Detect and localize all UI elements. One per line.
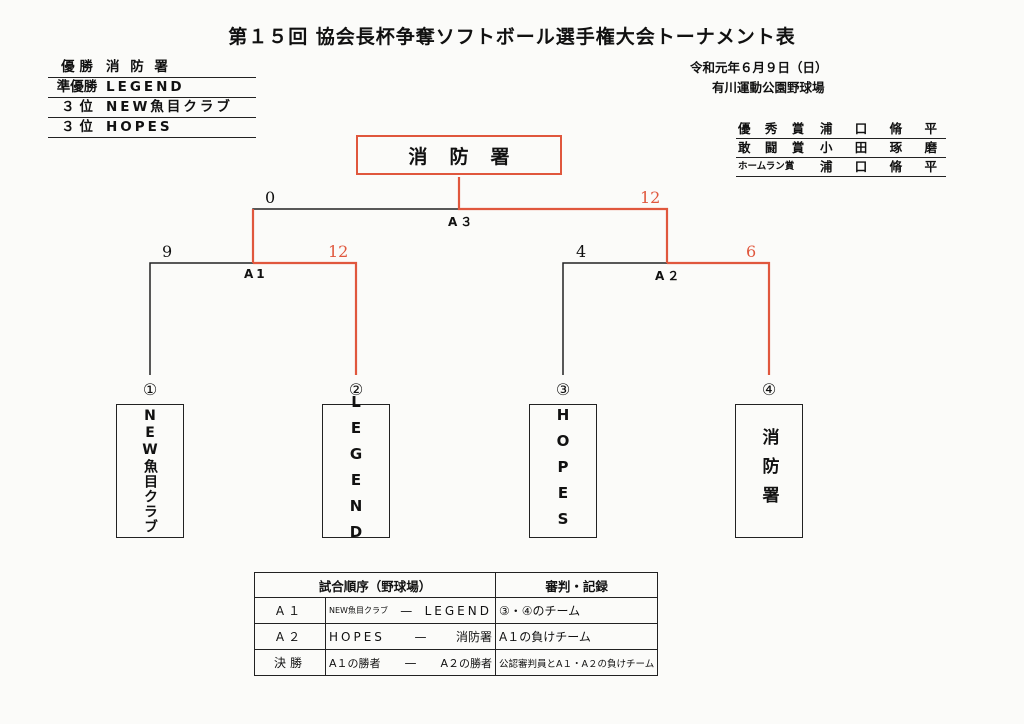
result-team: 消 防 署 bbox=[106, 59, 171, 75]
result-row: 準優勝 LEGEND bbox=[48, 78, 256, 98]
award-winner: 浦 口 脩 平 bbox=[819, 159, 946, 174]
matchup-cell: A１の勝者 — A２の勝者 bbox=[325, 649, 496, 676]
award-row: 敢 闘 賞小 田 琢 磨 bbox=[736, 139, 946, 158]
a3-left-score: 0 bbox=[265, 188, 276, 207]
referee-cell: 公認審判員とA１・A２の負けチーム bbox=[494, 649, 659, 676]
game-label-a2: A２ bbox=[655, 269, 683, 283]
matchup-left: A１の勝者 bbox=[329, 656, 381, 670]
result-rank: ３ 位 bbox=[61, 99, 93, 115]
table-row: A１ NEW魚目クラブ — LEGEND ③・④のチーム bbox=[254, 597, 659, 624]
schedule-table: 試合順序（野球場） 審判・記録 A１ NEW魚目クラブ — LEGEND ③・④のチ… bbox=[254, 572, 659, 676]
event-info: 令和元年６月９日（日） 有川運動公園野球場 bbox=[690, 58, 828, 98]
game-cell: A２ bbox=[254, 623, 326, 650]
seed-number: ① bbox=[142, 380, 158, 399]
matchup-cell: HOPES — 消防署 bbox=[325, 623, 496, 650]
referee-cell: A１の負けチーム bbox=[494, 623, 659, 650]
game-label-a1: A1 bbox=[244, 267, 268, 281]
matchup-cell: NEW魚目クラブ — LEGEND bbox=[325, 597, 496, 624]
matchup-right: 消防署 bbox=[455, 630, 492, 644]
page-title: 第１５回 協会長杯争奪ソフトボール選手権大会トーナメント表 bbox=[228, 26, 796, 48]
result-rank: 準優勝 bbox=[56, 79, 98, 95]
table-header-row: 試合順序（野球場） 審判・記録 bbox=[254, 572, 659, 598]
bracket-line-champion bbox=[457, 177, 669, 263]
seed-number: ② bbox=[348, 380, 364, 399]
match-header: 試合順序（野球場） bbox=[254, 572, 496, 598]
matchup-separator: — bbox=[414, 629, 427, 644]
award-title: 優 秀 賞 bbox=[738, 121, 810, 136]
table-row: A２ HOPES — 消防署 A１の負けチーム bbox=[254, 623, 659, 650]
result-team: LEGEND bbox=[106, 79, 185, 95]
individual-awards: 優 秀 賞浦 口 脩 平 敢 闘 賞小 田 琢 磨 ホームラン賞浦 口 脩 平 bbox=[736, 120, 946, 177]
matchup-right: A２の勝者 bbox=[440, 656, 492, 670]
table-row: 決勝 A１の勝者 — A２の勝者 公認審判員とA１・A２の負けチーム bbox=[254, 649, 659, 676]
team-name: NEW魚目クラブ bbox=[142, 408, 158, 534]
team-box: NEW魚目クラブ bbox=[116, 404, 184, 538]
team-name: 消防署 bbox=[758, 427, 779, 515]
result-row: ３ 位 NEW魚目クラブ bbox=[48, 98, 256, 118]
bracket-line-a3-left bbox=[252, 208, 459, 222]
result-rank: ３ 位 bbox=[61, 119, 93, 135]
matchup-left: NEW魚目クラブ bbox=[329, 606, 388, 615]
bracket-line-team-2 bbox=[253, 261, 358, 375]
matchup-separator: — bbox=[404, 655, 417, 670]
game-cell: A１ bbox=[254, 597, 326, 624]
matchup-right: LEGEND bbox=[424, 603, 492, 618]
a2-left-score: 4 bbox=[576, 242, 587, 261]
result-row: 優 勝消 防 署 bbox=[48, 58, 256, 78]
bracket-line-team-3 bbox=[562, 262, 667, 375]
team-box: 消防署 bbox=[735, 404, 803, 538]
seed-number: ④ bbox=[761, 380, 777, 399]
team-name: LEGEND bbox=[347, 393, 365, 549]
champion-box: 消防署 bbox=[356, 135, 562, 175]
award-row: 優 秀 賞浦 口 脩 平 bbox=[736, 120, 946, 139]
result-row: ３ 位 HOPES bbox=[48, 118, 256, 138]
a3-right-score: 12 bbox=[640, 188, 661, 207]
bracket-line-team-1 bbox=[149, 262, 253, 375]
final-results: 優 勝消 防 署 準優勝 LEGEND ３ 位 NEW魚目クラブ ３ 位 HOPES bbox=[48, 58, 256, 138]
event-venue: 有川運動公園野球場 bbox=[712, 80, 825, 95]
bracket-line-team-4 bbox=[667, 261, 771, 375]
result-rank: 優 勝 bbox=[61, 59, 93, 75]
seed-number: ③ bbox=[555, 380, 571, 399]
game-label-a3: A３ bbox=[448, 215, 476, 229]
result-team: HOPES bbox=[106, 119, 173, 135]
a2-right-score: 6 bbox=[746, 242, 757, 261]
game-cell: 決勝 bbox=[254, 649, 326, 676]
team-box: HOPES bbox=[529, 404, 597, 538]
result-team: NEW魚目クラブ bbox=[106, 99, 233, 115]
referee-cell: ③・④のチーム bbox=[494, 597, 659, 624]
team-box: LEGEND bbox=[322, 393, 390, 549]
award-title: ホームラン賞 bbox=[738, 161, 795, 172]
award-row: ホームラン賞 浦 口 脩 平 bbox=[736, 158, 946, 177]
award-title: 敢 闘 賞 bbox=[738, 140, 810, 155]
referee-header: 審判・記録 bbox=[494, 572, 659, 598]
award-winner: 小 田 琢 磨 bbox=[819, 140, 946, 155]
team-name: HOPES bbox=[554, 406, 572, 536]
award-winner: 浦 口 脩 平 bbox=[819, 121, 946, 136]
event-date: 令和元年６月９日（日） bbox=[690, 60, 828, 75]
matchup-left: HOPES bbox=[329, 629, 385, 644]
matchup-separator: — bbox=[400, 603, 413, 618]
a1-right-score: 12 bbox=[328, 242, 349, 261]
a1-left-score: 9 bbox=[162, 242, 173, 261]
